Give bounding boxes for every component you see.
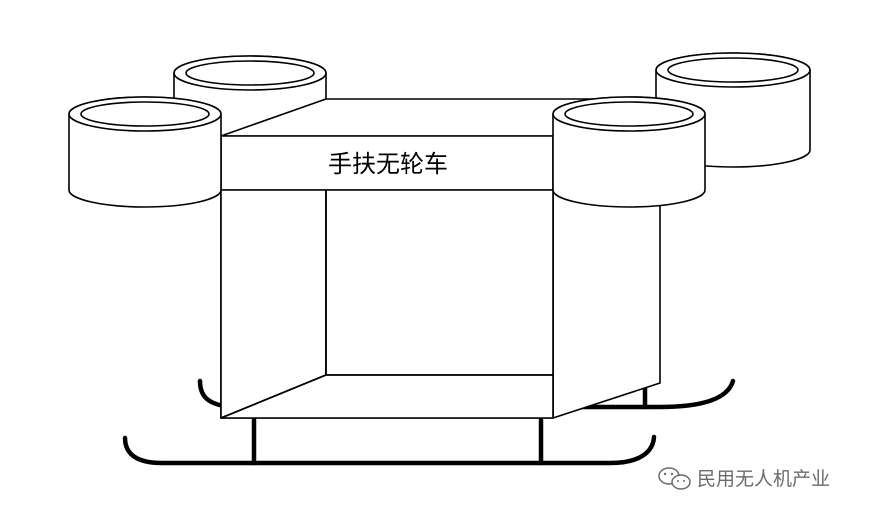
watermark-text: 民用无人机产业: [697, 468, 830, 490]
watermark: 民用无人机产业: [658, 467, 830, 490]
skid-front: [122, 417, 657, 466]
frame-body: [220, 98, 661, 419]
rotor-front-right: [552, 96, 706, 208]
frame-label: 手扶无轮车: [328, 150, 448, 178]
wechat-icon: [658, 467, 691, 490]
rotor-front-left: [68, 96, 222, 208]
